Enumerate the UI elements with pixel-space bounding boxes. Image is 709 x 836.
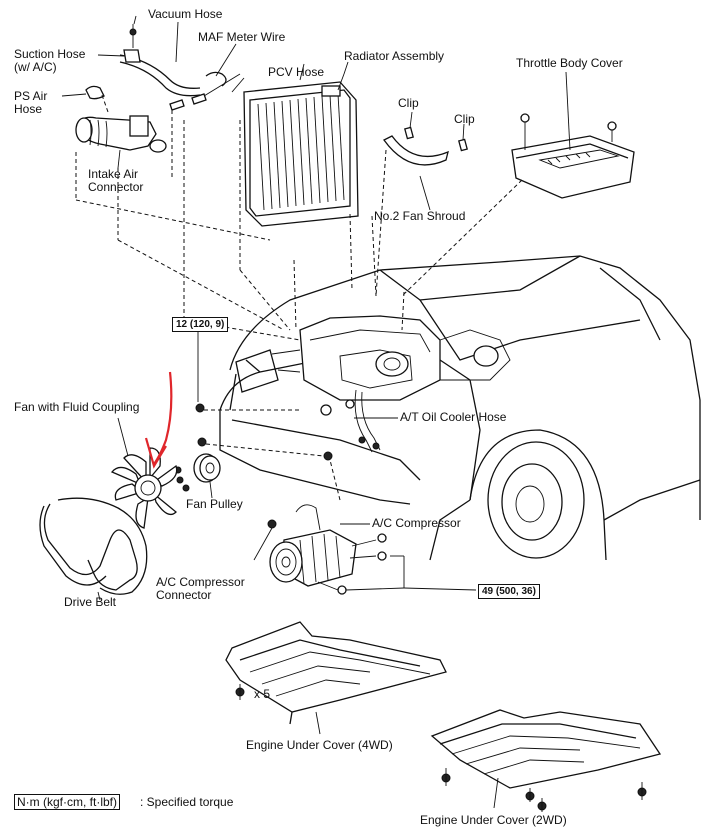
label-bolt-count: x 5 [254,687,271,701]
maf-meter-wire-drawing [205,43,237,87]
label-vacuum-hose: Vacuum Hose [148,7,223,21]
label-suction-hose: Suction Hose (w/ A/C) [14,47,86,74]
fan-pulley-drawing [193,453,221,499]
label-ac-compressor-connector: A/C Compressor Connector [156,575,245,602]
label-leader-lines [299,63,398,525]
label-clip-right: Clip [454,112,475,126]
engine-under-cover-4wd-drawing [225,621,447,735]
label-fan-with-fluid-coupling: Fan with Fluid Coupling [14,400,140,414]
pcv-hose-drawing [169,73,241,180]
label-engine-under-cover-4wd: Engine Under Cover (4WD) [246,738,393,752]
suction-hose-drawing [97,49,141,63]
engine-bay-drawing [271,315,511,453]
red-annotation-arrow [144,371,173,469]
label-pcv-hose: PCV Hose [268,65,325,79]
ac-compressor-drawing [253,459,477,595]
torque-spec-compressor-bolt: 49 (500, 36) [478,584,540,599]
torque-legend-unit: N·m (kgf·cm, ft·lbf) [14,794,120,810]
label-maf-meter-wire: MAF Meter Wire [198,30,286,44]
engine-under-cover-2wd-drawing [430,709,662,812]
drive-belt-drawing [39,497,148,601]
label-ac-compressor: A/C Compressor [372,516,461,530]
radiator-assembly-drawing [239,61,377,297]
label-radiator-assembly: Radiator Assembly [344,49,445,63]
label-at-oil-cooler-hose: A/T Oil Cooler Hose [400,410,507,424]
torque-legend-description: : Specified torque [140,795,234,809]
intake-air-connector-drawing [75,115,167,169]
throttle-body-cover-drawing [401,71,635,297]
label-throttle-body-cover: Throttle Body Cover [516,56,623,70]
label-intake-air-connector: Intake Air Connector [88,167,144,194]
torque-spec-fan-bolt: 12 (120, 9) [172,317,229,332]
ps-air-hose-drawing [61,85,109,113]
label-no2-fan-shroud: No.2 Fan Shroud [374,209,466,223]
label-ps-air-hose: PS Air Hose [14,89,48,116]
vehicle-body-drawing [219,255,701,561]
no2-fan-shroud-drawing [375,111,468,297]
label-fan-pulley: Fan Pulley [186,497,243,511]
assembly-guide-lines [75,120,301,341]
label-clip-left: Clip [398,96,419,110]
label-drive-belt: Drive Belt [64,595,117,609]
fan-mount-bolts [174,330,333,492]
label-engine-under-cover-2wd: Engine Under Cover (2WD) [420,813,567,827]
